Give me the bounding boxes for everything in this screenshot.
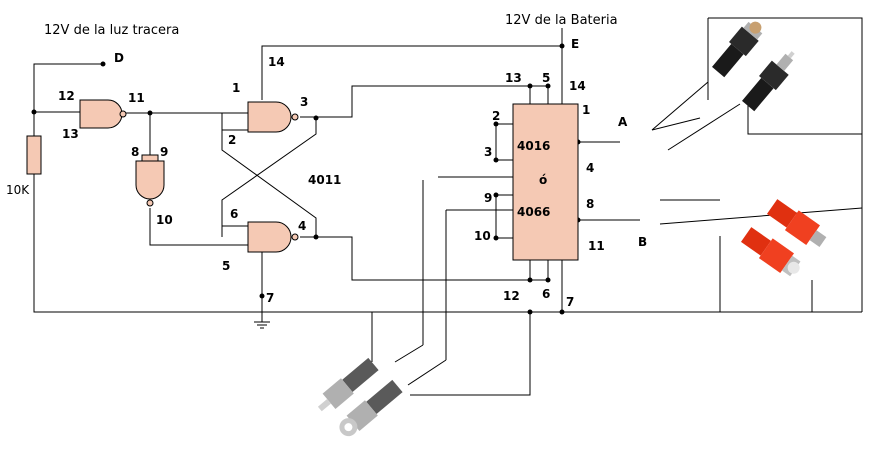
pin-label: 12: [58, 89, 75, 103]
silver-rca-plug-2: [339, 379, 403, 437]
pin-label: 4: [298, 219, 306, 233]
junction-dots: [31, 43, 581, 315]
tail-light-label: 12V de la luz tracera: [44, 23, 179, 38]
black-rca-plug-2: [742, 51, 795, 112]
nand-gate-1: [79, 99, 127, 129]
pin-label: 10: [474, 229, 491, 243]
pin-label: 8: [586, 197, 594, 211]
resistor-label: 10K: [6, 183, 30, 197]
switch-ic-line2: ó: [539, 173, 547, 187]
pin-label: 4: [586, 161, 594, 175]
pin-label: 14: [569, 79, 586, 93]
terminal-d-label: D: [114, 51, 124, 65]
pin-label: 5: [222, 259, 230, 273]
switch-ic-body: [512, 103, 579, 261]
battery-label: 12V de la Bateria: [505, 13, 618, 28]
pin-label: 10: [156, 213, 173, 227]
silver-rca-plug-1: [317, 357, 379, 412]
pin-label: 8: [131, 145, 139, 159]
pin-label: 5: [542, 71, 550, 85]
pin-label: 13: [62, 127, 79, 141]
pin-label: 11: [588, 239, 605, 253]
pin-label: 6: [230, 207, 238, 221]
terminal-b-label: B: [638, 235, 647, 249]
pin-label: 7: [266, 291, 274, 305]
pin-label: 9: [160, 145, 168, 159]
terminal-e-label: E: [571, 37, 579, 51]
pin-label: 6: [542, 287, 550, 301]
gate-ic-label: 4011: [308, 173, 341, 187]
pin-label: 2: [492, 109, 500, 123]
terminal-a-label: A: [618, 115, 628, 129]
pin-label: 13: [505, 71, 522, 85]
pin-label: 12: [503, 289, 520, 303]
red-rca-plug-2: [740, 227, 801, 277]
pin-label: 1: [582, 103, 590, 117]
nand-gate-4: [247, 221, 299, 253]
ground-symbol: [254, 321, 270, 329]
pin-label: 14: [268, 55, 285, 69]
switch-ic-line3: 4066: [517, 205, 550, 219]
nand-gate-2: [135, 154, 165, 207]
wires: [33, 17, 863, 396]
switch-ic-line1: 4016: [517, 139, 550, 153]
black-rca-plug-1: [712, 21, 763, 78]
pin-label: 1: [232, 81, 240, 95]
pin-label: 2: [228, 133, 236, 147]
pin-label: 9: [484, 191, 492, 205]
nand-gate-3: [247, 101, 299, 133]
resistor-10k: [26, 135, 42, 175]
pin-label: 3: [484, 145, 492, 159]
pin-label: 11: [128, 91, 145, 105]
pin-label: 7: [566, 295, 574, 309]
red-rca-plug-1: [766, 199, 827, 247]
pin-label: 3: [300, 95, 308, 109]
